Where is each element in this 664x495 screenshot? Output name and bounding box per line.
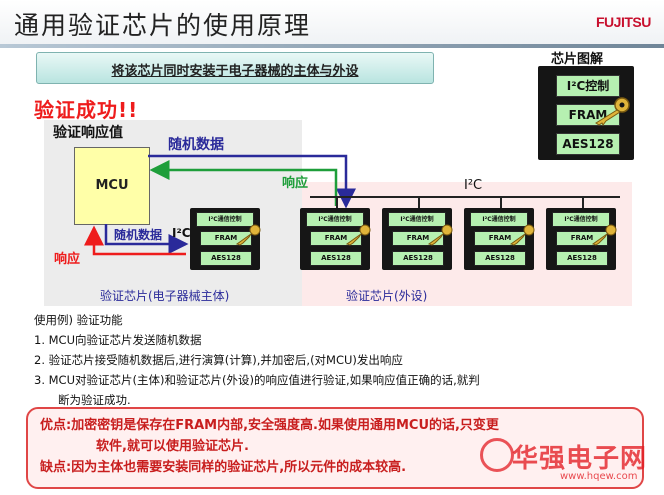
mcu-block: MCU <box>74 147 150 225</box>
i2c-label-left: I²C <box>172 226 191 240</box>
fujitsu-logo: FUJITSU <box>596 14 651 30</box>
auth-chip-peripheral: I²C通信控制 FRAM AES128 <box>382 208 453 270</box>
chip-legend: I²C控制 FRAM AES128 <box>538 66 634 160</box>
random-data-label-top: 随机数据 <box>168 137 224 153</box>
watermark-text: 华强电子网 <box>512 444 648 474</box>
auth-chip-peripheral: I²C通信控制 FRAM AES128 <box>546 208 617 270</box>
key-icon <box>345 224 371 246</box>
auth-chip-peripheral: I²C通信控制 FRAM AES128 <box>300 208 371 270</box>
response-label-left: 响应 <box>54 252 81 267</box>
pros-cons-box: 优点:加密密钥是保存在FRAM内部,安全强度高.如果使用通用MCU的话,只变更 … <box>26 407 644 489</box>
usage-step: 3. MCU对验证芯片(主体)和验证芯片(外设)的响应值进行验证,如果响应值正确… <box>34 373 480 387</box>
response-label-top: 响应 <box>282 176 309 191</box>
key-icon <box>595 97 630 126</box>
key-icon <box>591 224 617 246</box>
usage-step: 2. 验证芯片接受随机数据后,进行演算(计算),并加密后,(对MCU)发出响应 <box>34 353 403 367</box>
page-title: 通用验证芯片的使用原理 <box>14 11 312 40</box>
key-icon <box>427 224 453 246</box>
title-divider <box>0 44 664 48</box>
legend-i2c-box: I²C控制 <box>556 75 620 97</box>
cons-line: 缺点:因为主体也需要安装同样的验证芯片,所以元件的成本较高. <box>40 460 407 475</box>
mcu-label: MCU <box>95 178 129 193</box>
caption-peripheral: 验证芯片(外设) <box>346 289 428 303</box>
chip-i2c-block: I²C通信控制 <box>196 212 254 227</box>
usage-heading: 使用例) 验证功能 <box>34 313 123 327</box>
auth-chip-peripheral: I²C通信控制 FRAM AES128 <box>464 208 535 270</box>
chip-i2c-block: I²C通信控制 <box>388 212 446 227</box>
legend-aes-box: AES128 <box>556 133 620 155</box>
response-arrow-from-peripheral <box>149 160 338 206</box>
random-data-label-left: 随机数据 <box>114 228 163 242</box>
pros-cons-text: 优点:加密密钥是保存在FRAM内部,安全强度高.如果使用通用MCU的话,只变更 … <box>40 415 636 478</box>
i2c-bus-line <box>310 196 620 198</box>
chip-i2c-block: I²C通信控制 <box>306 212 364 227</box>
i2c-bus-drop <box>582 196 584 210</box>
banner-text: 将该芯片同时安装于电子器械的主体与外设 <box>111 64 359 79</box>
random-data-arrow-to-peripheral <box>148 154 356 209</box>
pros-line: 优点:加密密钥是保存在FRAM内部,安全强度高.如果使用通用MCU的话,只变更 <box>40 418 499 433</box>
usage-step-continued: 断为验证成功. <box>58 393 131 407</box>
chip-aes-block: AES128 <box>392 251 444 266</box>
watermark-logo-icon <box>480 438 514 472</box>
response-value-label: 验证响应值 <box>53 125 123 141</box>
title-bar <box>0 0 664 48</box>
banner: 将该芯片同时安装于电子器械的主体与外设 <box>36 52 434 84</box>
chip-aes-block: AES128 <box>200 251 252 266</box>
key-icon <box>235 224 261 246</box>
i2c-bus-drop <box>336 196 338 210</box>
response-arrow-from-main <box>84 225 186 256</box>
success-label: 验证成功!! <box>34 98 139 122</box>
i2c-bus-drop <box>418 196 420 210</box>
chip-aes-block: AES128 <box>556 251 608 266</box>
chip-legend-title: 芯片图解 <box>551 52 604 67</box>
i2c-bus-label: I²C <box>464 178 483 193</box>
pros-line-continued: 软件,就可以使用验证芯片. <box>96 439 249 454</box>
chip-i2c-block: I²C通信控制 <box>552 212 610 227</box>
random-data-arrow-to-main <box>104 224 189 254</box>
key-icon <box>509 224 535 246</box>
watermark-url: www.hqew.com <box>560 471 638 482</box>
chip-i2c-block: I²C通信控制 <box>470 212 528 227</box>
usage-step: 1. MCU向验证芯片发送随机数据 <box>34 333 202 347</box>
auth-chip-main: I²C通信控制 FRAM AES128 <box>190 208 261 270</box>
chip-aes-block: AES128 <box>310 251 362 266</box>
caption-main-body: 验证芯片(电子器械主体) <box>100 289 230 303</box>
i2c-bus-drop <box>500 196 502 210</box>
usage-example: 使用例) 验证功能 1. MCU向验证芯片发送随机数据 2. 验证芯片接受随机数… <box>34 310 644 410</box>
chip-aes-block: AES128 <box>474 251 526 266</box>
